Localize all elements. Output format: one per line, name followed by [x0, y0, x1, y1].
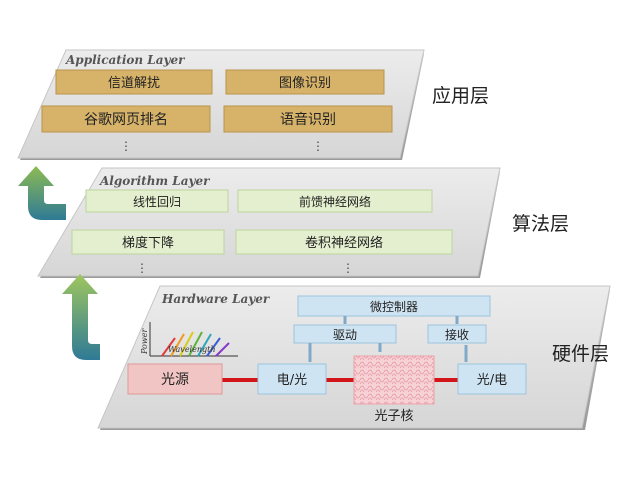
- application-box-channel-descrambling-label: 信道解扰: [108, 76, 160, 91]
- application-box-image-recognition-label: 图像识别: [279, 76, 331, 91]
- algorithm-box-linear-regression: [85, 189, 229, 213]
- photonic-core-box: [353, 355, 435, 405]
- microcontroller-label: 微控制器: [370, 300, 418, 314]
- application-ellipsis-right: ⋮: [312, 139, 324, 153]
- application-layer: Application Layer 信道解扰 图像识别 谷歌网页排名 语音识别 …: [17, 49, 489, 160]
- algorithm-box-cnn-label: 卷积神经网络: [305, 235, 383, 251]
- photonic-core-label: 光子核: [374, 409, 413, 424]
- spectrum-inset: Power Wavelength: [140, 322, 238, 357]
- receiver-box: [427, 324, 487, 344]
- application-layer-side-label: 应用层: [432, 85, 489, 107]
- algorithm-box-feedforward-nn: [237, 189, 433, 213]
- eo-converter-label: 电/光: [277, 373, 307, 388]
- algorithm-box-feedforward-nn-label: 前馈神经网络: [299, 194, 371, 209]
- spectrum-wavelength-label: Wavelength: [168, 345, 215, 354]
- algorithm-box-linear-regression-label: 线性回归: [133, 195, 181, 209]
- control-arrows: [308, 316, 468, 362]
- oe-converter-box: [457, 363, 527, 395]
- application-ellipsis-left: ⋮: [120, 139, 132, 153]
- algorithm-layer: Algorithm Layer 线性回归 前馈神经网络 梯度下降 卷积神经网络 …: [37, 167, 569, 278]
- application-box-speech-recognition: [223, 105, 393, 133]
- upward-arrow-algorithm-to-application: [18, 166, 66, 220]
- algorithm-layer-title: Algorithm Layer: [99, 174, 211, 188]
- oe-converter-label: 光/电: [477, 373, 507, 388]
- eo-converter-box: [257, 363, 327, 395]
- application-box-speech-recognition-label: 语音识别: [280, 111, 336, 128]
- hardware-layer: Hardware Layer 微控制器 驱动 接收 光源 电/光 光子核: [97, 285, 611, 430]
- algorithm-layer-side-label: 算法层: [512, 213, 569, 235]
- application-box-image-recognition: [225, 69, 385, 95]
- driver-box: [293, 324, 397, 344]
- application-layer-title: Application Layer: [65, 53, 186, 67]
- application-box-channel-descrambling: [55, 69, 213, 95]
- algorithm-box-cnn: [235, 229, 453, 255]
- receiver-label: 接收: [445, 327, 469, 342]
- algorithm-ellipsis-left: ⋮: [136, 261, 148, 275]
- algorithm-ellipsis-right: ⋮: [342, 261, 354, 275]
- application-box-pagerank-label: 谷歌网页排名: [84, 112, 168, 128]
- light-source-box: [127, 363, 223, 395]
- algorithm-box-gradient-descent: [71, 229, 225, 255]
- driver-label: 驱动: [333, 328, 357, 342]
- hardware-layer-title: Hardware Layer: [161, 292, 271, 306]
- microcontroller-box: [297, 295, 491, 317]
- spectrum-power-label: Power: [140, 328, 149, 355]
- algorithm-box-gradient-descent-label: 梯度下降: [122, 235, 174, 251]
- hardware-layer-side-label: 硬件层: [552, 343, 609, 365]
- upward-arrow-hardware-to-algorithm: [62, 274, 100, 360]
- light-source-label: 光源: [161, 372, 189, 388]
- application-box-pagerank: [41, 105, 211, 133]
